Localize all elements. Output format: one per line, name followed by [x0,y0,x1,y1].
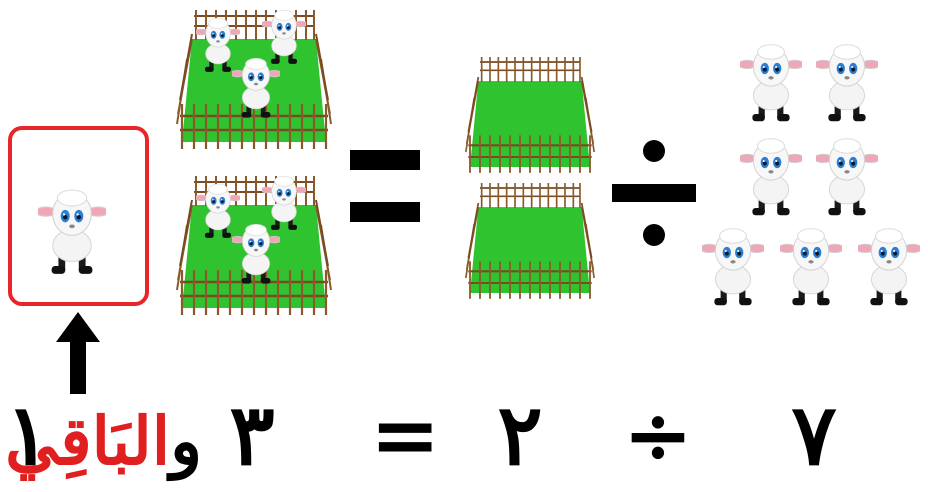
big-equals-sign [350,140,420,230]
equals-sign: = [370,385,441,484]
and-word: و [170,402,202,480]
sheep-icon [740,138,802,216]
sheep-icon [740,44,802,122]
sheep-icon [232,223,280,285]
remainder-word: والبَاقِي [5,391,202,491]
sheep-icon [816,138,878,216]
remainder-number: ١ [5,385,51,484]
quotient-number: ٣ [229,385,275,484]
sheep-icon [780,228,842,306]
fence-pen-icon [464,181,596,301]
sheep-icon [38,189,106,275]
big-division-sign [612,140,696,250]
sheep-icon [232,58,280,118]
sheep-icon [702,228,764,306]
dividend-number: ٧ [791,385,837,484]
divide-sign: ÷ [622,385,694,484]
equation-row: ١ والبَاقِي ٣ = ٢ ÷ ٧ [0,385,928,485]
sheep-icon [816,44,878,122]
divisor-number: ٢ [497,385,543,484]
remainder-label: البَاقِي [5,402,171,480]
sheep-icon [858,228,920,306]
up-arrow-icon [56,312,100,394]
fence-pen-icon [464,55,596,175]
remainder-highlight-box [8,126,149,306]
